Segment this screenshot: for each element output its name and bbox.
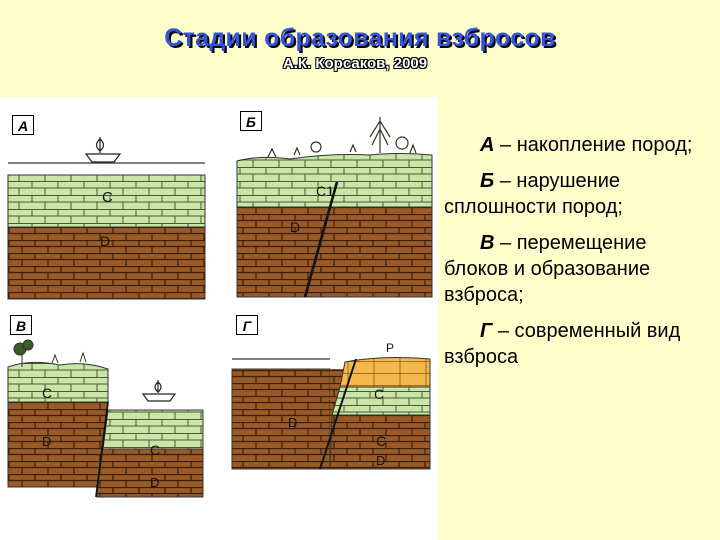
vegetation-icon <box>267 117 417 158</box>
stage-captions: А – накопление пород; Б – нарушение спло… <box>444 132 716 380</box>
slide-author: А.К. Корсаков, 2009 <box>282 55 428 72</box>
layer-label: D <box>100 233 111 249</box>
layer-label: C1 <box>316 183 334 199</box>
layer-label: P <box>386 341 395 355</box>
layer-label: C <box>374 386 385 402</box>
layer-label: D <box>42 434 52 449</box>
panel-label-b: Б <box>240 111 262 131</box>
layer-label: D <box>376 453 386 468</box>
panel-v <box>7 339 204 498</box>
layer-label: D <box>150 475 160 490</box>
fault-stages-figure: А Б В Г C D C1 D C D C D P C D C D <box>0 97 438 540</box>
caption-letter: В <box>480 232 495 254</box>
tree-icon <box>13 339 87 367</box>
layer-label: C <box>376 433 387 449</box>
panel-a <box>7 137 206 300</box>
caption-text: – накопление пород; <box>494 134 693 156</box>
panel-g <box>231 357 431 470</box>
caption-text: – перемещение блоков и образование взбро… <box>444 232 651 306</box>
panel-label-a: А <box>12 115 34 135</box>
layer-label: C <box>42 385 53 401</box>
panel-label-v: В <box>10 315 32 335</box>
caption-stage-g: Г – современный вид взброса <box>444 318 716 370</box>
fault-stages-drawing <box>7 117 433 498</box>
boat-icon <box>84 137 122 163</box>
caption-text: – современный вид взброса <box>444 320 681 368</box>
panel-label-g: Г <box>236 315 258 335</box>
caption-letter: Г <box>480 320 493 342</box>
layer-label: D <box>290 219 301 235</box>
layer-label: C <box>102 189 113 206</box>
caption-text: – нарушение сплошности пород; <box>444 170 623 218</box>
boat-icon <box>141 380 177 402</box>
slide-title: Стадии образования взбросов <box>164 24 556 52</box>
layer-label: C <box>150 442 161 458</box>
caption-stage-v: В – перемещение блоков и образование взб… <box>444 230 716 308</box>
caption-stage-a: А – накопление пород; <box>444 132 716 158</box>
panel-b <box>236 117 433 298</box>
layer-label: D <box>288 415 298 430</box>
caption-stage-b: Б – нарушение сплошности пород; <box>444 168 716 220</box>
caption-letter: А <box>480 134 495 156</box>
caption-letter: Б <box>480 170 495 192</box>
